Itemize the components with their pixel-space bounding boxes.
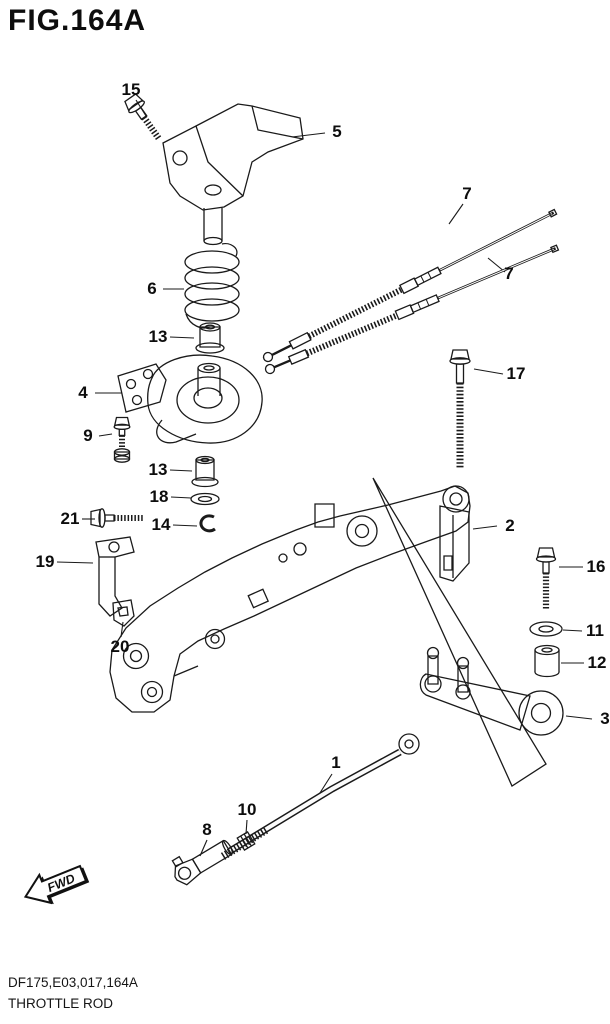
- callout-18: 18: [150, 487, 169, 506]
- part-3-lever: [420, 648, 563, 736]
- part-18-washer: [191, 494, 219, 505]
- callout-21: 21: [61, 509, 80, 528]
- figure-name: THROTTLE ROD: [8, 996, 114, 1011]
- part-13-bushing-lower: [192, 457, 218, 487]
- figure-title: FIG.164A: [8, 4, 147, 37]
- callout-10: 10: [238, 800, 257, 819]
- callout-1: 1: [331, 753, 340, 772]
- part-7-cable-lower: [264, 243, 559, 374]
- callout-15: 15: [122, 80, 141, 99]
- fwd-arrow-icon: FWD: [20, 859, 90, 913]
- callout-13-lower: 13: [149, 460, 168, 479]
- callout-7-lower: 7: [504, 264, 513, 283]
- part-17-bolt: [450, 350, 470, 468]
- callout-20: 20: [111, 637, 130, 656]
- callout-5: 5: [332, 122, 341, 141]
- part-code: DF175,E03,017,164A: [8, 975, 138, 990]
- pointer-triangle: [373, 478, 546, 786]
- callout-17: 17: [507, 364, 526, 383]
- part-12-spacer: [535, 646, 559, 677]
- part-1-throttle-rod: [222, 734, 419, 857]
- part-8-adjuster: [167, 831, 235, 887]
- callout-3: 3: [600, 709, 609, 728]
- part-14-e-clip: [201, 516, 215, 531]
- callout-16: 16: [587, 557, 606, 576]
- part-5-bracket: [163, 104, 303, 245]
- callout-12: 12: [588, 653, 607, 672]
- part-6-spring: [185, 244, 239, 328]
- part-20-clip: [113, 600, 134, 626]
- leader-lines: [57, 100, 592, 856]
- part-9-bolt: [114, 418, 130, 463]
- callout-7-upper: 7: [462, 184, 471, 203]
- part-21-bolt: [91, 509, 143, 527]
- callout-14: 14: [152, 515, 171, 534]
- part-7-cable-upper: [262, 208, 557, 363]
- callout-8: 8: [202, 820, 211, 839]
- callout-11: 11: [586, 621, 604, 640]
- part-15-bolt: [123, 93, 167, 145]
- part-16-bolt: [537, 548, 556, 610]
- part-2-throttle-body: [110, 486, 470, 712]
- callout-4: 4: [78, 383, 88, 402]
- part-11-washer: [530, 622, 562, 636]
- callout-9: 9: [83, 426, 92, 445]
- callout-6: 6: [147, 279, 156, 298]
- figure-footer: DF175,E03,017,164A THROTTLE ROD: [8, 972, 138, 1014]
- callout-13-upper: 13: [149, 327, 168, 346]
- callout-2: 2: [505, 516, 514, 535]
- callout-19: 19: [36, 552, 55, 571]
- part-13-bushing-upper: [196, 323, 224, 353]
- part-4-throttle-cam: [118, 355, 262, 443]
- part-19-bracket: [96, 537, 134, 616]
- part-10-nut: [237, 832, 254, 850]
